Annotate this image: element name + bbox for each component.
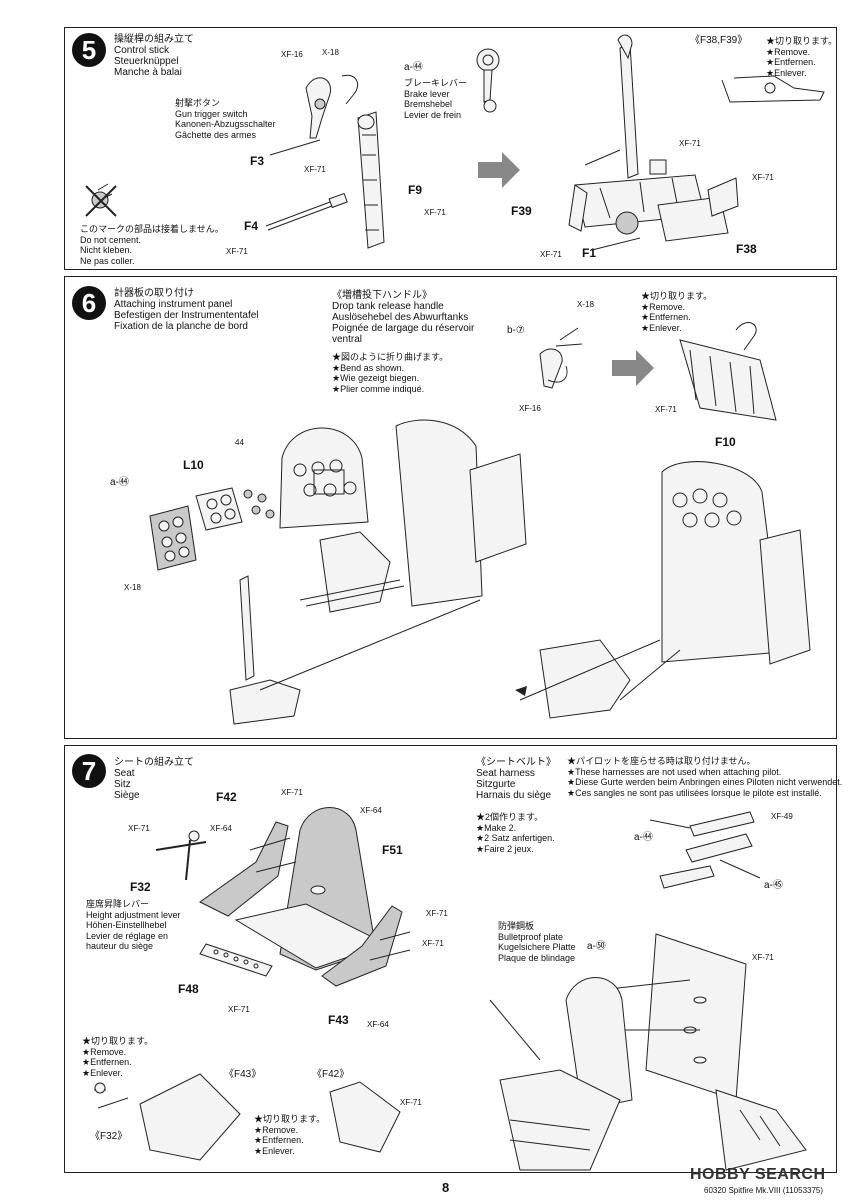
- step-6-panel: [64, 276, 837, 739]
- step-7-remove-note-b: ★切り取ります。★Remove.★Entfernen.★Enlever.: [254, 1114, 326, 1156]
- paint-xf71-c: XF-71: [226, 247, 248, 256]
- paint-a44: a-㊹: [634, 832, 653, 843]
- step-5-number: 5: [72, 33, 106, 67]
- hobby-search-watermark: HOBBY SEARCH: [690, 1166, 826, 1183]
- paint-xf71-e: XF-71: [228, 1005, 250, 1014]
- step-7-panel: [64, 745, 837, 1173]
- bend-note: ★図のように折り曲げます。★Bend as shown.★Wie gezeigt…: [332, 352, 449, 394]
- brake-lever-drawing: [476, 48, 500, 113]
- sub-part-drawings: [94, 1073, 401, 1161]
- step-5-remove-note: ★切り取ります。★Remove.★Entfernen.★Enlever.: [766, 36, 838, 78]
- paint-xf71-a: XF-71: [281, 788, 303, 797]
- part-f48-drawing: [199, 943, 273, 977]
- part-f4: F4: [244, 219, 259, 233]
- footer-code: 60320 Spitfire Mk.VIII (11053375): [704, 1186, 824, 1195]
- seat-side-f43-drawing: [321, 905, 411, 987]
- paint-xf71-c: XF-71: [426, 909, 448, 918]
- paint-a45: a-㊺: [764, 880, 783, 891]
- paint-xf71-d: XF-71: [422, 939, 444, 948]
- paint-x18: X-18: [322, 48, 339, 57]
- sub-f32: 《F32》: [90, 1131, 128, 1142]
- part-f38: F38: [736, 242, 757, 256]
- paint-xf16: XF-16: [519, 404, 541, 413]
- step-5-panel: [64, 27, 837, 270]
- paint-xf71-a: XF-71: [304, 165, 326, 174]
- paint-a44: a-㊹: [110, 477, 129, 488]
- stick-assembly-drawing: [568, 34, 739, 251]
- part-f43: F43: [328, 1013, 349, 1027]
- paint-xf71-f: XF-71: [752, 953, 774, 962]
- step-6-remove-note: ★切り取ります。★Remove.★Entfernen.★Enlever.: [641, 291, 713, 333]
- paint-xf71-g: XF-71: [400, 1098, 422, 1107]
- paint-b7: b-⑦: [507, 325, 525, 336]
- paint-x18-b: X-18: [124, 583, 141, 592]
- paint-xf71: XF-71: [655, 405, 677, 414]
- part-f48: F48: [178, 982, 199, 996]
- paint-x18-a: X-18: [577, 300, 594, 309]
- page-number: 8: [442, 1180, 450, 1195]
- seat-assembled-drawing: [489, 977, 633, 1171]
- paint-xf71-f: XF-71: [540, 250, 562, 259]
- paint-xf64-c: XF-64: [367, 1020, 389, 1029]
- step-7-remove-note-a: ★切り取ります。★Remove.★Entfernen.★Enlever.: [82, 1036, 154, 1078]
- seat-detail-drawing: [715, 1089, 807, 1171]
- no-cement-note: このマークの部品は接着しません。Do not cement.Nicht kleb…: [80, 224, 224, 266]
- sub-f42: 《F42》: [312, 1069, 350, 1080]
- harness-drawing: [649, 811, 761, 889]
- paint-xf71-b: XF-71: [128, 824, 150, 833]
- step5-arrow: [478, 152, 520, 188]
- paint-xf64-b: XF-64: [360, 806, 382, 815]
- seat-side-f42-drawing: [199, 821, 297, 917]
- instrument-panel-drawing: [149, 427, 369, 571]
- control-stick-drawing: [265, 74, 385, 249]
- step-6-number: 6: [72, 286, 106, 320]
- f38-f39-sublabel: 《F38,F39》: [690, 35, 748, 46]
- cockpit-assembled-drawing: [515, 461, 811, 719]
- part-f32: F32: [130, 880, 151, 894]
- part-f39: F39: [511, 204, 532, 218]
- cockpit-frame-drawing: [229, 419, 527, 725]
- step-7-number: 7: [72, 754, 106, 788]
- part-44: 44: [235, 438, 244, 447]
- no-cement-icon: [85, 183, 117, 217]
- paint-xf16: XF-16: [281, 50, 303, 59]
- paint-xf71-b: XF-71: [424, 208, 446, 217]
- make-2-note: ★2個作ります。★Make 2.★2 Satz anfertigen.★Fair…: [476, 812, 555, 854]
- part-f51: F51: [382, 843, 403, 857]
- pilot-note: ★パイロットを座らせる時は取り付けません。★These harnesses ar…: [567, 756, 843, 798]
- f10-drawing: [679, 322, 777, 421]
- part-f10: F10: [715, 435, 736, 449]
- paint-xf71-d: XF-71: [679, 139, 701, 148]
- paint-a60: a-㊿: [587, 941, 606, 952]
- paint-a44: a-㊹: [404, 62, 423, 73]
- paint-xf49: XF-49: [771, 812, 793, 821]
- part-f42: F42: [216, 790, 237, 804]
- step6-arrow: [612, 350, 654, 386]
- paint-xf71-e: XF-71: [752, 173, 774, 182]
- f38-f39-inset: [721, 75, 825, 103]
- paint-xf64-a: XF-64: [210, 824, 232, 833]
- part-f3: F3: [250, 154, 265, 168]
- part-f9: F9: [408, 183, 423, 197]
- lever-f32-drawing: [155, 830, 207, 881]
- drop-tank-handle-drawing: [539, 327, 583, 389]
- part-l10: L10: [183, 458, 204, 472]
- sub-f43: 《F43》: [224, 1069, 262, 1080]
